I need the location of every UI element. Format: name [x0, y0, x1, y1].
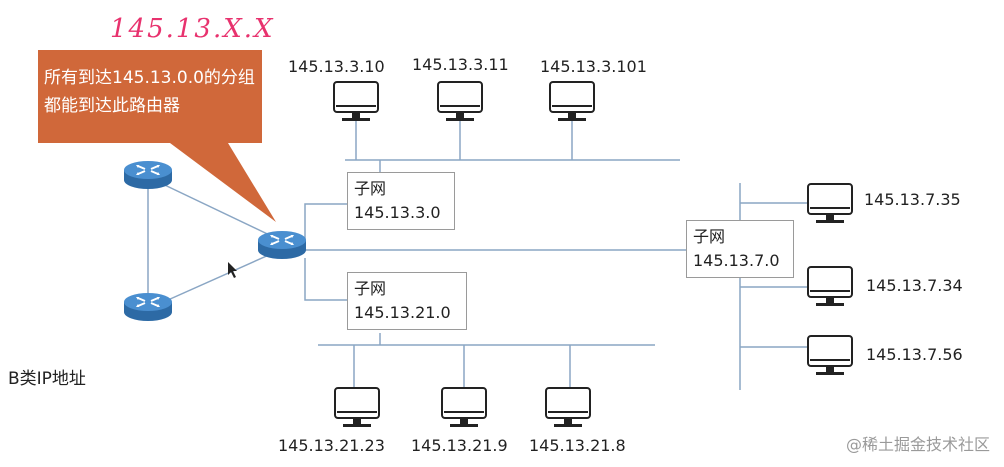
link-r3-r2: [149, 249, 281, 309]
pc-icon: [333, 81, 379, 122]
mouse-cursor-icon: [228, 262, 237, 278]
link-r1-r2: [149, 177, 281, 241]
pc-icon: [549, 81, 595, 122]
host-label: 145.13.7.56: [866, 345, 963, 364]
host-label: 145.13.21.9: [411, 436, 508, 455]
subnet-box-right: 子网 145.13.7.0: [686, 220, 794, 278]
host-label: 145.13.3.10: [288, 57, 385, 76]
pc-icon: [807, 335, 853, 376]
subnet-box-top: 子网 145.13.3.0: [347, 172, 455, 230]
subnet-label: 子网: [354, 279, 387, 298]
subnet-address: 145.13.21.0: [354, 303, 451, 322]
pc-icon: [437, 81, 483, 122]
watermark: @稀土掘金技术社区: [845, 435, 990, 454]
subnet-box-bottom: 子网 145.13.21.0: [347, 272, 467, 330]
router-left-bottom-icon: [123, 292, 173, 322]
pc-icon: [441, 387, 487, 428]
host-label: 145.13.3.11: [412, 55, 509, 74]
pc-icon: [334, 387, 380, 428]
link-to-subnet-bottom: [304, 258, 350, 301]
subnet-address: 145.13.3.0: [354, 203, 441, 222]
router-left-top-icon: [123, 160, 173, 190]
router-main-icon: [257, 230, 307, 260]
pc-icon: [807, 183, 853, 224]
subnet-address: 145.13.7.0: [693, 251, 780, 270]
pc-icon: [545, 387, 591, 428]
host-label: 145.13.7.35: [864, 190, 961, 209]
pc-icon: [807, 266, 853, 307]
link-to-subnet-top: [304, 203, 350, 240]
host-label: 145.13.7.34: [866, 276, 963, 295]
callout-text: 所有到达145.13.0.0的分组都能到达此路由器: [44, 68, 255, 116]
handwritten-note: 145.13.X.X: [110, 14, 275, 44]
subnet-label: 子网: [354, 179, 387, 198]
class-label: B类IP地址: [8, 369, 86, 389]
host-label: 145.13.21.8: [529, 436, 626, 455]
host-label: 145.13.21.23: [278, 436, 385, 455]
callout-shape: [38, 50, 276, 222]
host-label: 145.13.3.101: [540, 57, 647, 76]
subnet-label: 子网: [693, 227, 726, 246]
